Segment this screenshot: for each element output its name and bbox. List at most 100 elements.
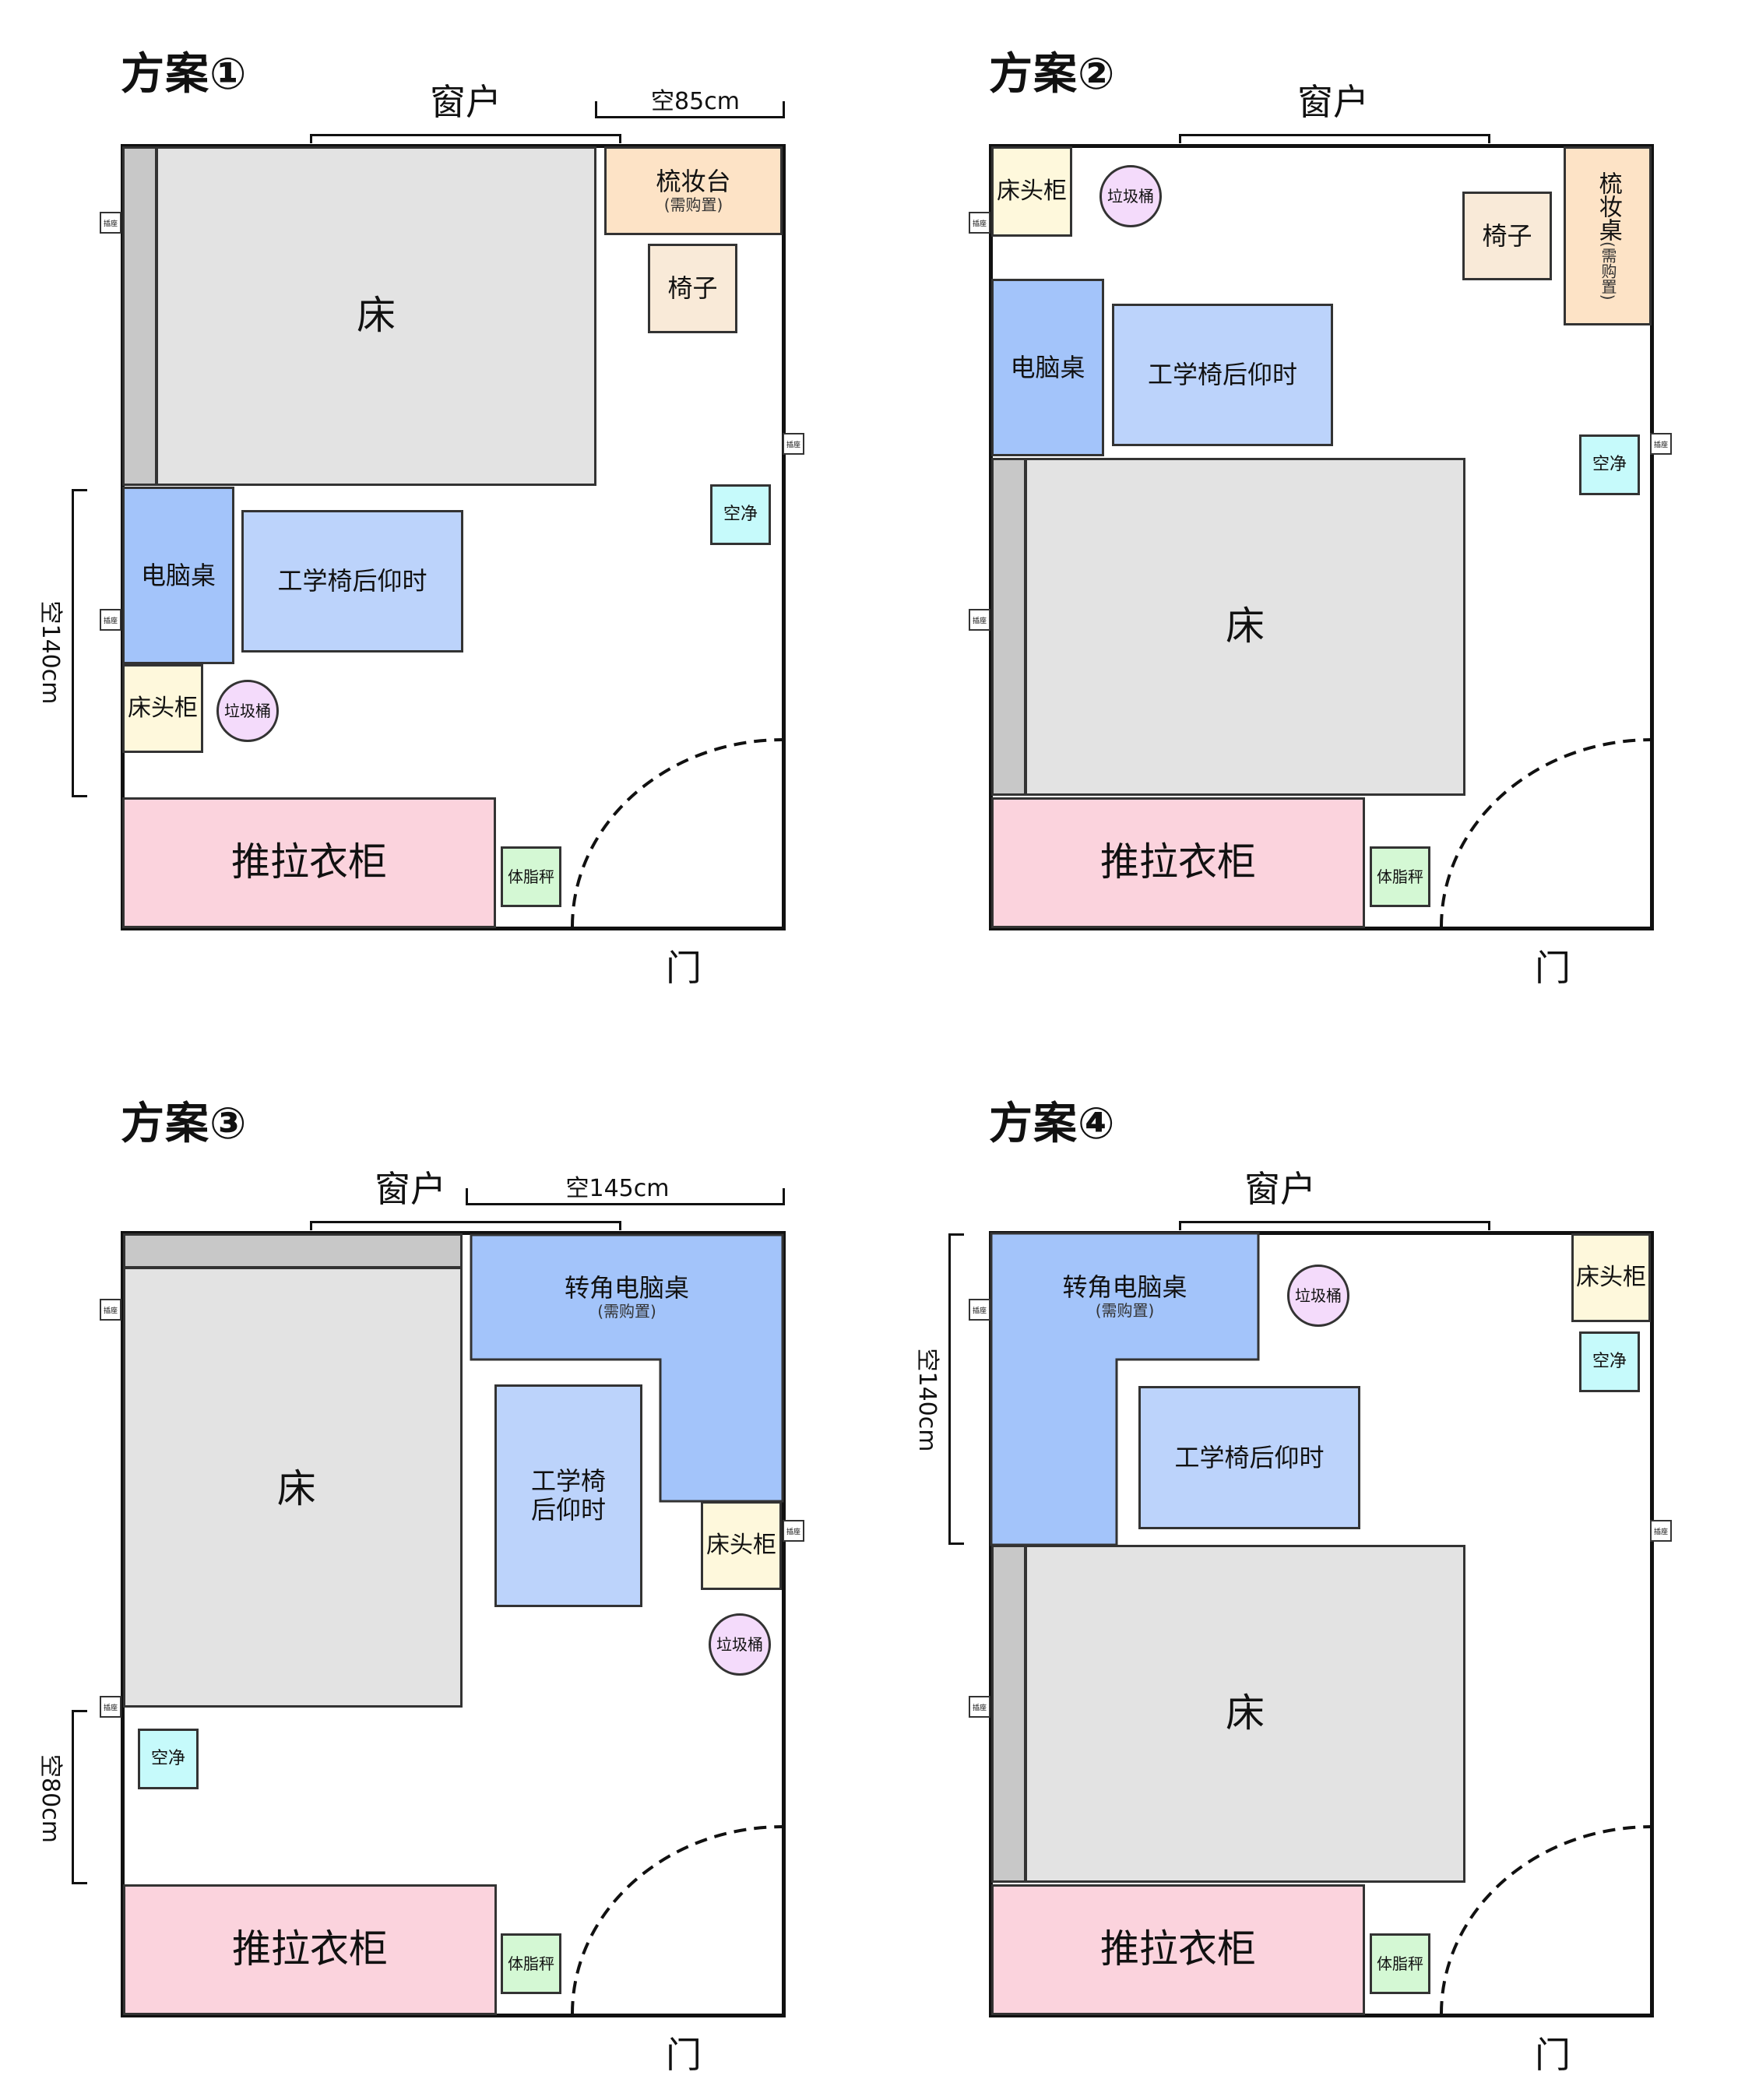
plan-title: 方案③ bbox=[121, 1099, 248, 1149]
nightstand-label: 床头柜 bbox=[706, 1531, 776, 1559]
outlet-label: 插座 bbox=[972, 617, 987, 625]
door-swing-arc bbox=[1440, 738, 1652, 927]
body-fat-scale: 体脂秤 bbox=[1370, 846, 1430, 907]
window-line bbox=[310, 134, 621, 143]
body-fat-scale: 体脂秤 bbox=[501, 1933, 561, 1994]
stool: 椅子 bbox=[648, 244, 737, 333]
outlet-icon: 插座 bbox=[783, 433, 804, 455]
window-label: 窗户 bbox=[430, 81, 501, 123]
computer-desk: 电脑桌 bbox=[991, 279, 1104, 456]
outlet-label: 插座 bbox=[972, 220, 987, 228]
bed-label: 床 bbox=[357, 293, 396, 339]
bed-label: 床 bbox=[270, 1468, 316, 1507]
dresser-note: (需购置) bbox=[663, 195, 723, 214]
plan-2: 方案② 窗户 床头柜 垃圾桶 椅子 梳妆桌 (需购置) 电脑桌 工学椅后仰时 空… bbox=[869, 0, 1738, 1050]
scale-label: 体脂秤 bbox=[508, 867, 554, 886]
chair-label: 工学椅后仰时 bbox=[277, 566, 427, 596]
left-clearance-dimension bbox=[948, 1233, 964, 1545]
plan-title: 方案② bbox=[989, 49, 1116, 100]
ergonomic-chair-zone: 工学椅后仰时 bbox=[1112, 304, 1333, 446]
outlet-label: 插座 bbox=[972, 1704, 987, 1712]
chair-label: 工学椅后仰时 bbox=[1147, 360, 1297, 390]
stool-label: 椅子 bbox=[667, 273, 718, 304]
plan-4: 方案④ 窗户 转角电脑桌 (需购置) 垃圾桶 床头柜 空净 工学椅后仰时 床 推… bbox=[869, 1050, 1738, 2099]
door-swing-arc bbox=[571, 738, 783, 927]
top-clearance-label: 空145cm bbox=[565, 1175, 670, 1202]
corner-computer-desk: 转角电脑桌 (需购置) bbox=[471, 1235, 783, 1360]
scale-label: 体脂秤 bbox=[1377, 1954, 1423, 1973]
nightstand: 床头柜 bbox=[1571, 1233, 1651, 1322]
outlet-icon: 插座 bbox=[969, 609, 990, 631]
chair-label-line1: 工学椅 bbox=[530, 1466, 606, 1497]
outlet-label: 插座 bbox=[786, 1528, 800, 1536]
outlet-label: 插座 bbox=[1653, 1528, 1668, 1536]
outlet-label: 插座 bbox=[103, 1704, 118, 1712]
plan-title: 方案④ bbox=[989, 1099, 1116, 1149]
air-purifier: 空净 bbox=[1579, 434, 1640, 495]
window-label: 窗户 bbox=[1244, 1168, 1316, 1210]
door-label: 门 bbox=[666, 2034, 702, 2076]
bed-label: 床 bbox=[1226, 603, 1265, 649]
ergonomic-chair-zone: 工学椅 后仰时 bbox=[494, 1384, 642, 1607]
window-label: 窗户 bbox=[375, 1168, 446, 1210]
corner-desk-shape bbox=[470, 1233, 784, 1503]
desk-label: 转角电脑桌 bbox=[564, 1273, 689, 1303]
outlet-icon: 插座 bbox=[969, 1696, 990, 1718]
air-label: 空净 bbox=[150, 1749, 185, 1769]
plan-3: 方案③ 窗户 空145cm 床 转角电脑桌 (需购置) 工学椅 后仰时 床头柜 … bbox=[0, 1050, 869, 2099]
outlet-icon: 插座 bbox=[1650, 1520, 1672, 1542]
outlet-icon: 插座 bbox=[1650, 433, 1672, 455]
air-purifier: 空净 bbox=[710, 484, 771, 545]
outlet-label: 插座 bbox=[103, 220, 118, 228]
scale-label: 体脂秤 bbox=[508, 1954, 554, 1973]
window-line bbox=[1179, 134, 1490, 143]
trash-label: 垃圾桶 bbox=[1295, 1286, 1342, 1305]
desk-label: 转角电脑桌 bbox=[1062, 1272, 1187, 1303]
top-clearance-label: 空85cm bbox=[651, 88, 740, 115]
wardrobe-label: 推拉衣柜 bbox=[1100, 1926, 1256, 1972]
chair-label-line2: 后仰时 bbox=[530, 1495, 606, 1525]
wardrobe-label: 推拉衣柜 bbox=[231, 839, 387, 885]
window-line bbox=[310, 1221, 621, 1230]
outlet-icon: 插座 bbox=[100, 1299, 121, 1321]
trash-bin: 垃圾桶 bbox=[216, 680, 279, 742]
outlet-icon: 插座 bbox=[969, 212, 990, 234]
plan-1: 方案① 窗户 空85cm 床 梳妆台 (需购置) 椅子 空净 电脑桌 工学椅后仰… bbox=[0, 0, 869, 1050]
outlet-icon: 插座 bbox=[100, 609, 121, 631]
outlet-icon: 插座 bbox=[969, 1299, 990, 1321]
door-label: 门 bbox=[1535, 947, 1571, 989]
desk-label: 电脑桌 bbox=[1010, 352, 1085, 382]
bed: 床 bbox=[156, 146, 596, 486]
ergonomic-chair-zone: 工学椅后仰时 bbox=[241, 510, 463, 653]
left-clearance-label: 空140cm bbox=[913, 1348, 941, 1452]
left-clearance-label: 空80cm bbox=[37, 1754, 64, 1843]
sliding-wardrobe: 推拉衣柜 bbox=[122, 797, 496, 928]
nightstand: 床头柜 bbox=[122, 664, 203, 753]
body-fat-scale: 体脂秤 bbox=[501, 846, 561, 907]
desk-note: (需购置) bbox=[597, 1301, 656, 1321]
corner-computer-desk: 转角电脑桌 (需购置) bbox=[991, 1233, 1258, 1360]
chair-label: 工学椅后仰时 bbox=[1174, 1442, 1325, 1472]
left-clearance-dimension bbox=[72, 1710, 87, 1884]
sliding-wardrobe: 推拉衣柜 bbox=[123, 1884, 497, 2015]
door-swing-arc bbox=[1440, 1825, 1652, 2014]
scale-label: 体脂秤 bbox=[1377, 867, 1423, 886]
stool-label: 椅子 bbox=[1482, 220, 1532, 251]
outlet-icon: 插座 bbox=[100, 1696, 121, 1718]
outlet-label: 插座 bbox=[1653, 441, 1668, 449]
nightstand: 床头柜 bbox=[991, 146, 1072, 237]
desk-note: (需购置) bbox=[1095, 1300, 1155, 1320]
outlet-label: 插座 bbox=[786, 441, 800, 449]
outlet-icon: 插座 bbox=[783, 1520, 804, 1542]
trash-label: 垃圾桶 bbox=[1107, 186, 1154, 206]
plan-title: 方案① bbox=[121, 49, 248, 100]
window-label: 窗户 bbox=[1297, 81, 1369, 123]
window-line bbox=[1179, 1221, 1490, 1230]
wardrobe-label: 推拉衣柜 bbox=[1100, 839, 1256, 885]
bed: 床 bbox=[1025, 458, 1465, 796]
left-clearance-label: 空140cm bbox=[37, 600, 64, 705]
dresser-label: 梳妆台 bbox=[656, 167, 731, 197]
bed-label: 床 bbox=[1226, 1690, 1265, 1736]
trash-bin: 垃圾桶 bbox=[1287, 1265, 1349, 1327]
desk-label: 电脑桌 bbox=[140, 560, 216, 590]
